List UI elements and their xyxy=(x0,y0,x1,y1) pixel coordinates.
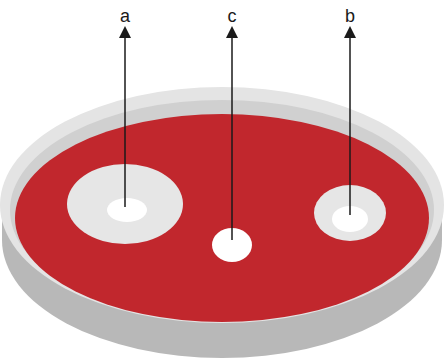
callout-letter: c xyxy=(228,6,237,26)
leader-arrow xyxy=(231,32,233,240)
agar xyxy=(15,114,429,322)
callout-letter: b xyxy=(345,6,355,26)
leader-arrow xyxy=(349,32,351,215)
callout-letter: a xyxy=(120,6,130,26)
dish-rim xyxy=(0,87,444,323)
leader-arrow xyxy=(124,32,126,207)
antibiotic-disc xyxy=(107,198,147,222)
